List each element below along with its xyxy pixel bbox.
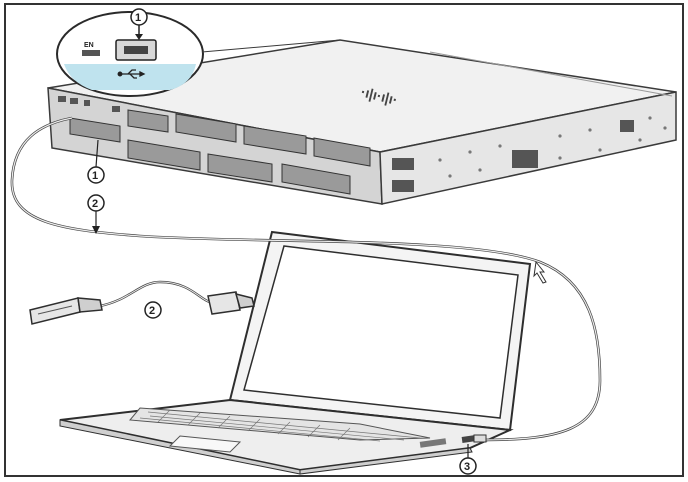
laptop-cable-connector	[473, 434, 487, 443]
callout-loose-cable-group: 2	[144, 301, 162, 319]
callout-console-port: 1	[135, 12, 141, 24]
console-port-inset: EN 1	[56, 8, 204, 97]
cable-direction-arrow	[533, 260, 547, 284]
laptop	[59, 230, 532, 475]
laptop-usb-port	[461, 435, 477, 443]
callout-loose-cable: 2	[149, 305, 155, 317]
router-side	[379, 91, 677, 205]
en-led	[82, 50, 100, 56]
inset-highlight	[64, 64, 196, 90]
callout-router-port: 1	[92, 170, 98, 182]
inset-leader	[201, 39, 341, 53]
router-side-vents	[392, 120, 634, 192]
usb-mini-connector-icon	[207, 291, 241, 315]
router-chassis: ·ı|ı·ı|ı·	[47, 39, 677, 205]
laptop-screen	[243, 245, 519, 419]
router-front-ports	[58, 96, 120, 112]
usb-symbol-icon	[117, 69, 146, 79]
callout-router-cable-group: 2	[87, 194, 105, 234]
callout-router-cable: 2	[92, 198, 98, 210]
laptop-keys	[139, 409, 421, 442]
router-module-bays	[69, 109, 371, 195]
callout-laptop-port: 3	[464, 461, 470, 473]
callout-router-port-group: 1	[87, 139, 105, 184]
callout-laptop-port-group: 3	[459, 444, 477, 475]
loose-usb-cable	[29, 280, 255, 325]
router-side-screws	[438, 116, 667, 178]
en-label: EN	[84, 42, 94, 49]
laptop-touchpad	[168, 435, 242, 453]
